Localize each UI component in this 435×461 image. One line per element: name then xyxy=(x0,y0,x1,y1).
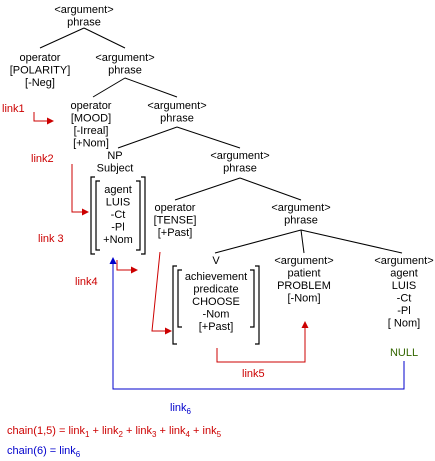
agent-luis-1-line: +Nom xyxy=(103,234,133,246)
null-label: NULL xyxy=(390,347,418,359)
achievement-line: CHOOSE xyxy=(192,296,240,308)
np-subject-line: NP xyxy=(107,150,122,162)
arg4-line: phrase xyxy=(223,163,257,175)
arg-patient-line: patient xyxy=(287,268,320,280)
op-mood-line: [+Nom] xyxy=(73,138,109,150)
node-arg5: <argument>phrase xyxy=(271,202,330,227)
node-operator-polarity: operator[POLARITY][-Neg] xyxy=(10,52,71,89)
predicate-bracket-left-inner xyxy=(177,269,182,328)
arg-patient-line: PROBLEM xyxy=(277,280,331,292)
chain15-formula: chain(1,5) = link1 + link2 + link3 + lin… xyxy=(7,425,222,439)
achievement-line: [+Past] xyxy=(199,321,234,333)
node-arg1: <argument>phrase xyxy=(54,4,113,29)
arg-agent-line: [ Nom] xyxy=(388,318,420,330)
arg-patient-line: <argument> xyxy=(274,255,333,267)
red-links xyxy=(33,112,309,363)
branch-arg4-left xyxy=(174,177,241,201)
arg2-line: phrase xyxy=(108,65,142,77)
arg5-line: <argument> xyxy=(271,202,330,214)
arg5-line: phrase xyxy=(284,215,318,227)
link3-arrow xyxy=(151,251,172,335)
arg-patient-line: [-Nom] xyxy=(288,293,321,305)
arg-agent-line: <argument> xyxy=(374,255,433,267)
arg1-line: phrase xyxy=(67,17,101,29)
node-arg4: <argument>phrase xyxy=(210,150,269,175)
np-subject-line: Subject xyxy=(97,163,134,175)
arg1-line: <argument> xyxy=(54,4,113,16)
arg-agent-line: -Ct xyxy=(397,293,412,305)
achievement-line: -Nom xyxy=(203,309,230,321)
link6-arrow xyxy=(109,257,405,390)
branch-arg5-mid xyxy=(300,229,305,254)
node-operator-mood: operator[MOOD][-Irreal][+Nom] xyxy=(71,100,112,150)
link1-arrow xyxy=(33,112,54,125)
branch-arg3-right xyxy=(176,126,241,149)
branch-arg2-left xyxy=(92,77,126,98)
op-mood-line: operator xyxy=(71,100,112,112)
branch-arg1-right xyxy=(83,27,126,49)
arg3-line: <argument> xyxy=(147,100,206,112)
op-polarity-line: [-Neg] xyxy=(25,77,55,89)
link1-label: link1 xyxy=(2,103,25,115)
agent-luis-1-line: -Ct xyxy=(111,209,126,221)
op-tense-line: [TENSE] xyxy=(154,215,197,227)
link6-label: link6 xyxy=(170,402,192,416)
achievement-line: achievement xyxy=(185,271,247,283)
agent-luis-1-line: agent xyxy=(104,184,132,196)
branch-arg1-left xyxy=(39,27,85,49)
link4-label: link4 xyxy=(75,276,98,288)
node-arg2: <argument>phrase xyxy=(95,52,154,77)
arg2-line: <argument> xyxy=(95,52,154,64)
branch-arg3-left xyxy=(117,126,178,149)
node-v: V xyxy=(212,255,220,267)
node-operator-tense: operator[TENSE][+Past] xyxy=(154,202,197,239)
predicate-bracket-right-outer xyxy=(255,265,260,345)
op-mood-line: [-Irreal] xyxy=(74,125,109,137)
arg-agent-line: -Pl xyxy=(397,305,410,317)
branch-arg5-left xyxy=(214,229,302,254)
agent-luis-1-line: LUIS xyxy=(106,197,130,209)
chain6-formula: chain(6) = link6 xyxy=(7,445,81,459)
link4-arrow xyxy=(116,260,138,274)
tree-branches xyxy=(39,27,403,254)
op-mood-line: [MOOD] xyxy=(71,113,111,125)
node-arg3: <argument>phrase xyxy=(147,100,206,125)
op-tense-line: operator xyxy=(155,202,196,214)
link3-label: link 3 xyxy=(38,233,64,245)
op-tense-line: [+Past] xyxy=(158,227,193,239)
predicate-bracket-left-outer xyxy=(172,265,177,345)
v-line: V xyxy=(212,255,220,267)
arg-agent-line: agent xyxy=(390,268,418,280)
op-polarity-line: [POLARITY] xyxy=(10,65,71,77)
branch-arg4-right xyxy=(239,177,302,201)
branch-arg2-right xyxy=(124,77,178,98)
branch-arg5-right xyxy=(300,229,403,254)
arg-agent-line: LUIS xyxy=(392,280,416,292)
agent-luis-1-line: -Pl xyxy=(111,222,124,234)
agent-bracket-left-outer xyxy=(90,176,95,255)
arg4-line: <argument> xyxy=(210,150,269,162)
achievement-line: predicate xyxy=(193,284,238,296)
op-polarity-line: operator xyxy=(20,52,61,64)
link5-label: link5 xyxy=(242,368,265,380)
predicate-bracket-right-inner xyxy=(250,269,255,328)
agent-bracket-left-inner xyxy=(95,180,100,251)
brackets xyxy=(90,176,260,345)
link2-arrow xyxy=(71,164,89,216)
arg3-line: phrase xyxy=(160,113,194,125)
agent-bracket-right-outer xyxy=(141,176,146,255)
link2-label: link2 xyxy=(31,153,54,165)
agent-bracket-right-inner xyxy=(136,180,141,251)
link5-arrow xyxy=(216,321,309,363)
